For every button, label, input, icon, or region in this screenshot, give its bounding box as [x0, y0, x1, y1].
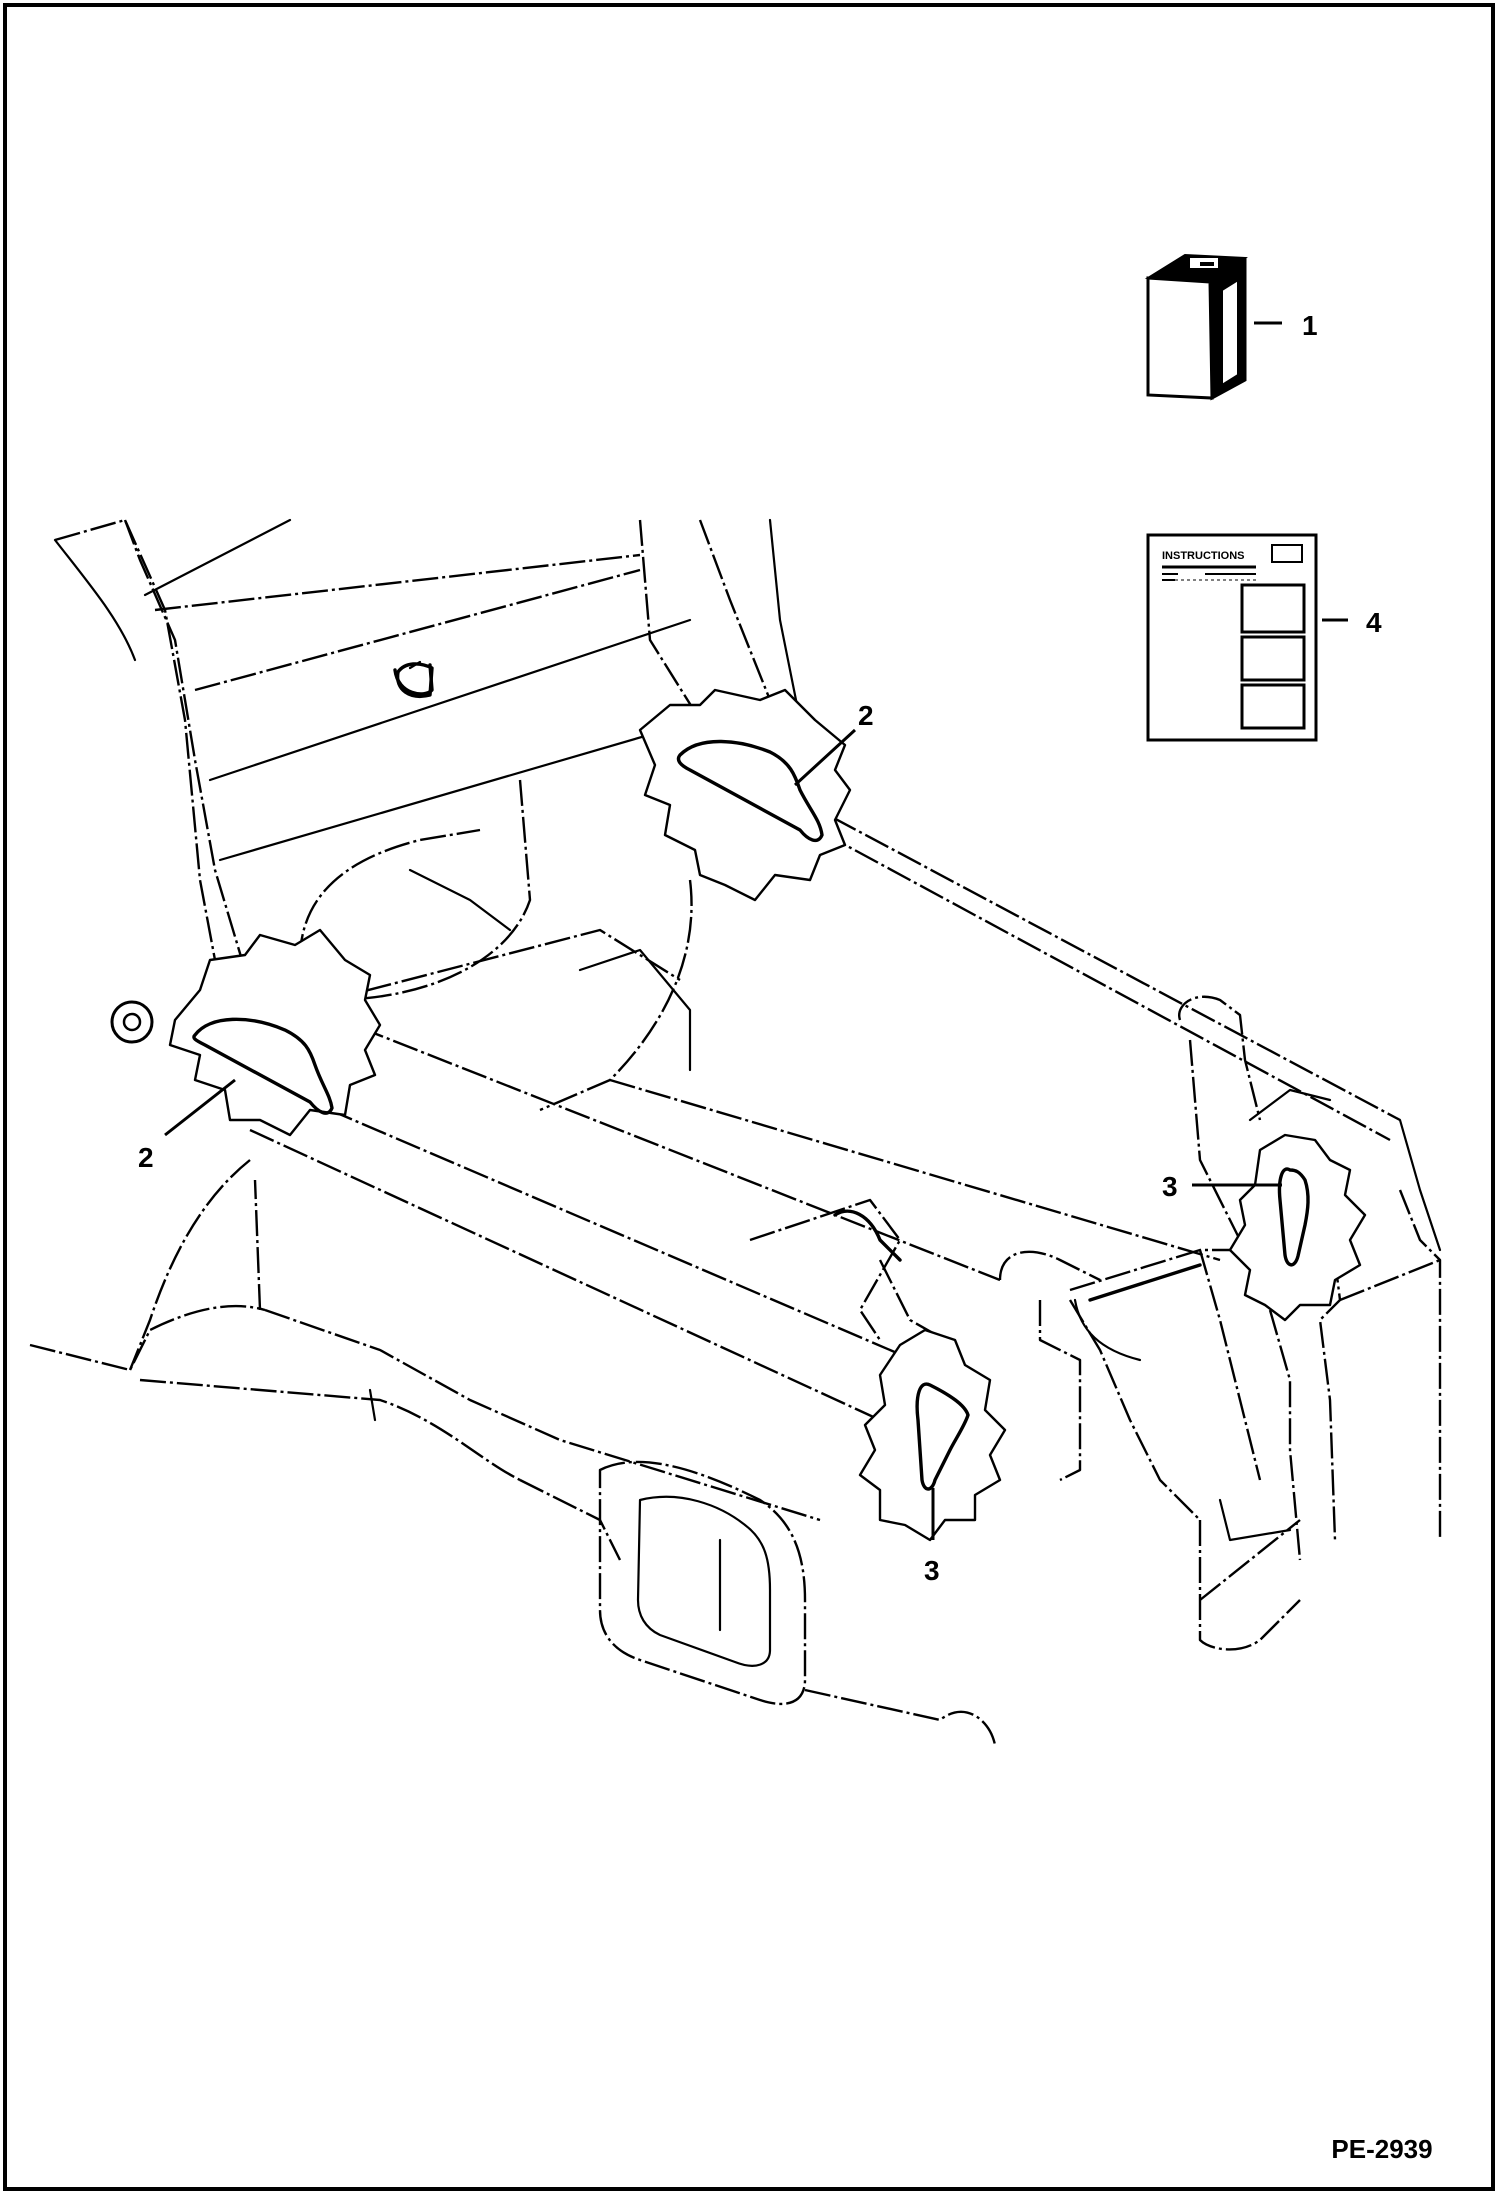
- part-1-kit-box: [1144, 253, 1249, 401]
- callout-2b-label: 2: [138, 1142, 154, 1173]
- drawing-border: [3, 3, 1495, 2191]
- manual-heading: INSTRUCTIONS: [1162, 550, 1245, 562]
- callout-1: 1: [1254, 310, 1318, 341]
- drawing-number: PE-2939: [1331, 2134, 1432, 2164]
- callout-4-label: 4: [1366, 607, 1382, 638]
- decal-2-upper: [638, 688, 852, 902]
- grommet: [110, 1000, 154, 1044]
- decal-3-right: [1228, 1133, 1367, 1322]
- callout-2a-label: 2: [858, 700, 874, 731]
- machine-rear-outline: [29, 518, 1442, 1746]
- callout-2b: 2: [138, 1078, 236, 1173]
- callout-3b-label: 3: [1162, 1171, 1178, 1202]
- decal-3-center: [858, 1328, 1007, 1542]
- callout-3a-label: 3: [924, 1555, 940, 1586]
- callout-1-label: 1: [1302, 310, 1318, 341]
- decal-2-lower: [168, 928, 382, 1137]
- part-4-instruction-manual: INSTRUCTIONS: [1146, 533, 1318, 742]
- callout-4: 4: [1322, 607, 1382, 638]
- callout-2a: 2: [793, 700, 874, 787]
- callout-3a: 3: [924, 1488, 940, 1586]
- callout-3b: 3: [1162, 1171, 1282, 1202]
